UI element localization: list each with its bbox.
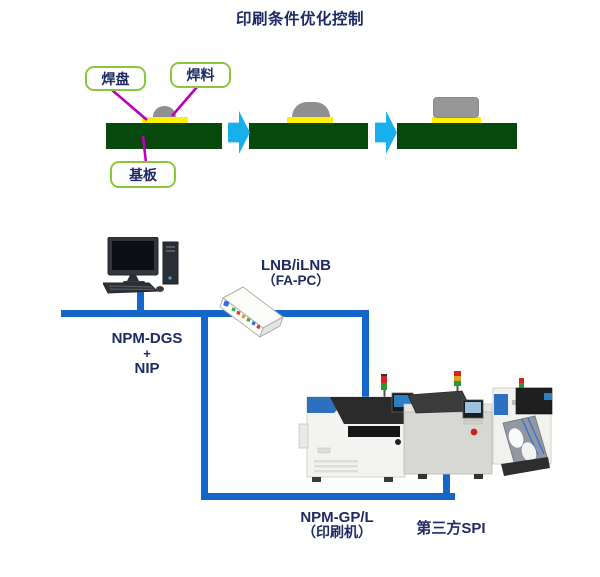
machine-spi bbox=[492, 378, 553, 476]
lan-line-right-drop bbox=[362, 314, 369, 398]
label-lnb: LNB/iLNB （FA-PC） bbox=[232, 258, 360, 288]
label-npm-dgs-line1: NPM-DGS bbox=[111, 330, 183, 347]
lan-line-machine-upturn bbox=[443, 470, 450, 498]
mounted-component bbox=[433, 97, 479, 118]
label-npm-gpl: NPM-GP/L （印刷机） bbox=[277, 510, 397, 540]
solder-paste-deposit-large bbox=[292, 102, 330, 117]
label-npm-dgs-line3: NIP bbox=[134, 360, 160, 377]
desktop-computer-icon bbox=[103, 237, 179, 294]
solder-pad-1 bbox=[142, 117, 188, 123]
label-npm-dgs: NPM-DGS + NIP bbox=[87, 331, 207, 376]
callout-pointer-lines bbox=[111, 86, 198, 164]
label-npm-gpl-line1: NPM-GP/L bbox=[300, 509, 374, 526]
page-title: 印刷条件优化控制 bbox=[235, 11, 364, 28]
label-npm-dgs-plus: + bbox=[143, 346, 151, 361]
label-third-party-spi: 第三方SPI bbox=[416, 520, 486, 537]
smt-production-line-image bbox=[298, 371, 553, 482]
label-lnb-line1: LNB/iLNB bbox=[261, 257, 331, 274]
lan-line-pc-drop bbox=[137, 290, 144, 312]
solder-paste-deposit-small bbox=[153, 106, 176, 117]
pcb-board-3 bbox=[397, 123, 517, 149]
lan-line-main-horizontal bbox=[61, 310, 369, 317]
solder-pad-2 bbox=[287, 117, 333, 123]
lan-line-bottom-horizontal bbox=[201, 493, 455, 500]
pcb-board-1 bbox=[106, 123, 222, 149]
pcb-board-2 bbox=[249, 123, 368, 149]
label-lnb-line2: （FA-PC） bbox=[262, 273, 330, 288]
machine-printer bbox=[298, 374, 414, 482]
solder-pad-3 bbox=[432, 117, 481, 123]
machine-middle bbox=[403, 371, 493, 479]
label-npm-gpl-line2: （印刷机） bbox=[302, 524, 372, 540]
callout-substrate: 基板 bbox=[110, 161, 176, 188]
lnb-gateway-box-icon bbox=[219, 286, 284, 339]
callout-solder: 焊料 bbox=[170, 62, 231, 88]
lan-line-middle-drop bbox=[201, 314, 208, 500]
callout-pad: 焊盘 bbox=[85, 66, 146, 91]
